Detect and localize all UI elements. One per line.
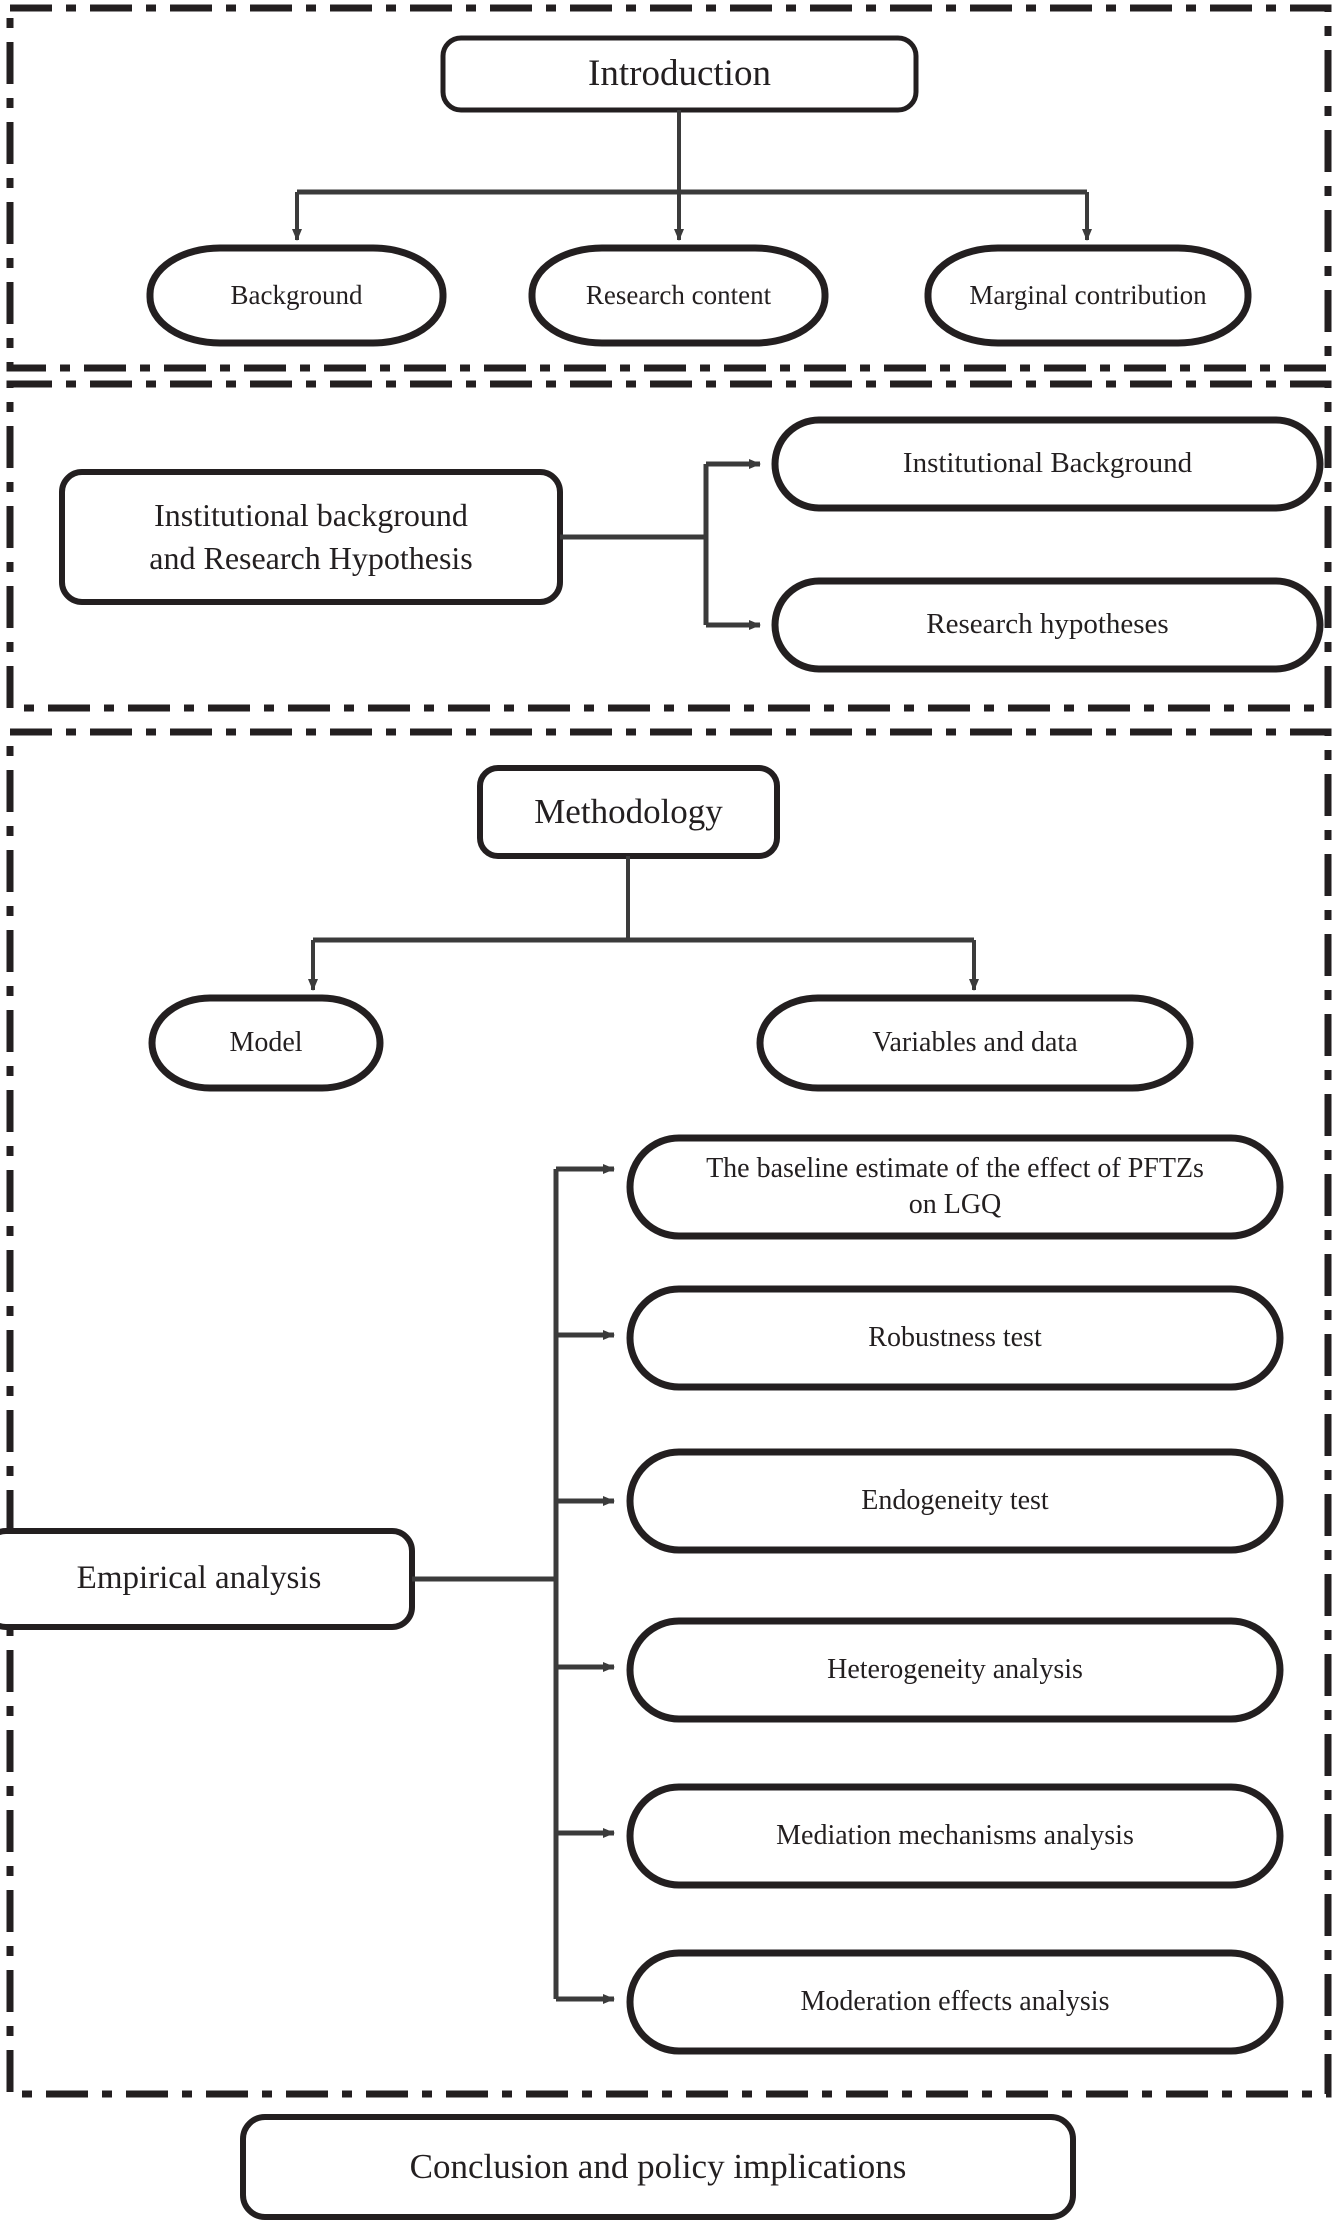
node-marginal-contribution[interactable] — [924, 244, 1252, 347]
node-institutional-background[interactable] — [771, 416, 1324, 512]
node-methodology[interactable] — [477, 765, 780, 859]
section-frame-introduction — [6, 4, 1332, 372]
node-background[interactable] — [146, 244, 447, 347]
node-variables-and-data[interactable] — [756, 994, 1194, 1092]
node-empirical-analysis[interactable] — [0, 1528, 415, 1630]
node-introduction[interactable] — [440, 35, 919, 113]
node-conclusion[interactable] — [240, 2114, 1076, 2220]
node-mediation-mechanisms[interactable] — [626, 1783, 1284, 1889]
node-robustness-test[interactable] — [626, 1285, 1284, 1391]
node-moderation-effects[interactable] — [626, 1949, 1284, 2055]
node-institutional-root[interactable] — [59, 469, 563, 605]
node-research-content[interactable] — [528, 244, 829, 347]
section-frame-methodology — [6, 728, 1332, 2098]
section-frame-institutional — [6, 380, 1332, 712]
node-model[interactable] — [148, 994, 384, 1092]
node-endogeneity-test[interactable] — [626, 1448, 1284, 1554]
node-research-hypotheses[interactable] — [771, 577, 1324, 673]
node-heterogeneity-analysis[interactable] — [626, 1617, 1284, 1723]
node-baseline-estimate[interactable] — [626, 1134, 1284, 1240]
